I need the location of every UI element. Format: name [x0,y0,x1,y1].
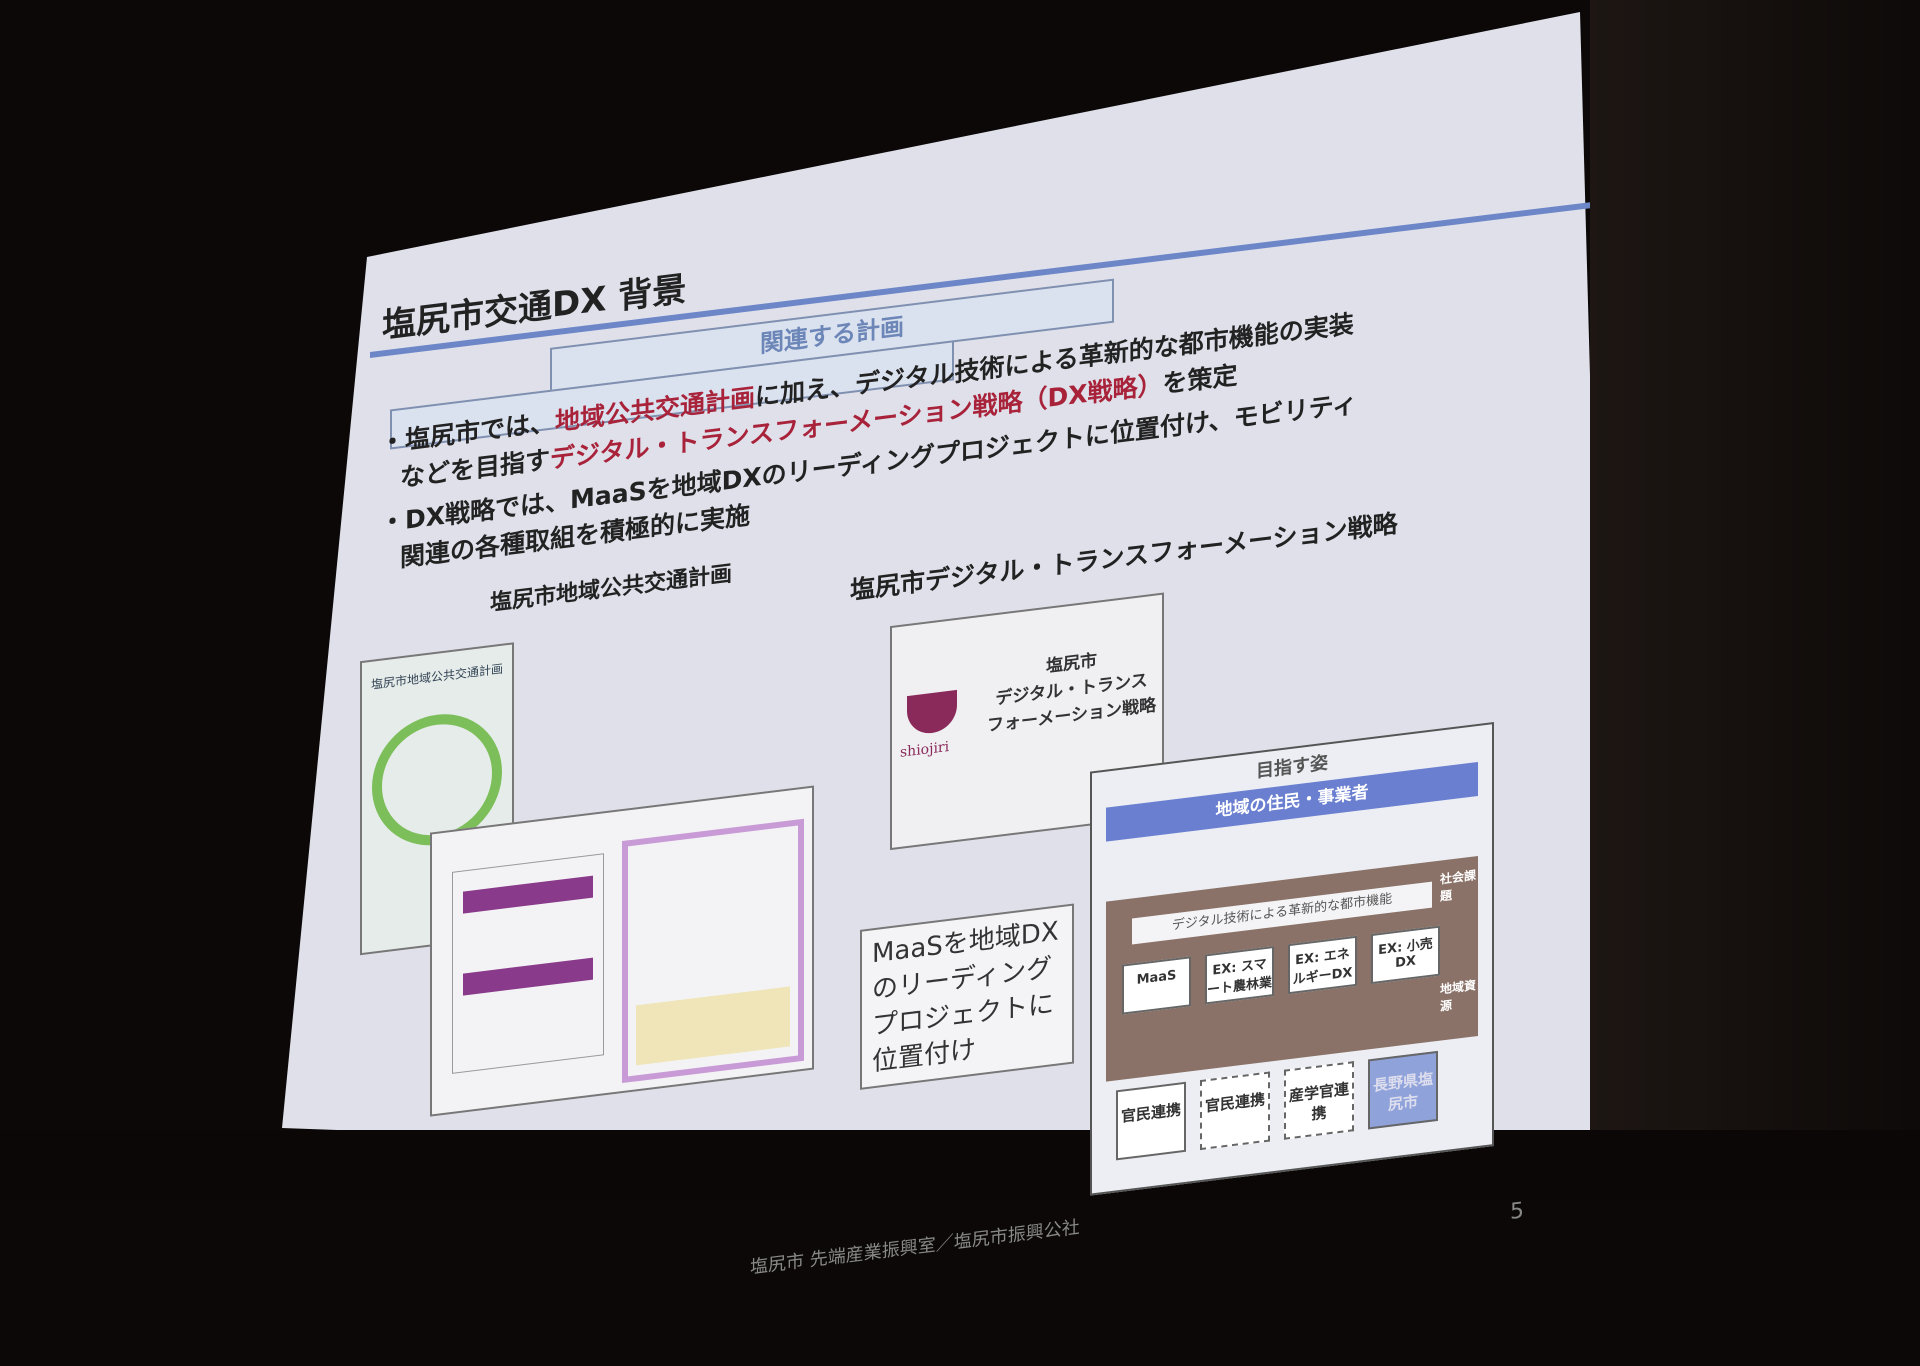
left-caption: 塩尻市地域公共交通計画 [490,561,733,617]
diagram-right-panel [622,818,804,1084]
vision-box: MaaS [1122,956,1191,1015]
partnership-box: 官民連携 [1200,1071,1270,1151]
partnership-box: 官民連携 [1116,1081,1186,1161]
side-label-bottom: 地域資源 [1440,978,1477,1014]
transit-plan-cover-title: 塩尻市地域公共交通計画 [370,661,503,692]
purple-bar [463,875,593,914]
vision-box: EX: スマート農林業 [1205,946,1274,1005]
vision-box: EX: エネルギーDX [1288,935,1357,995]
side-label-top: 社会課題 [1440,868,1477,904]
diagram-left-panel [452,853,604,1074]
partnership-box: 長野県塩尻市 [1368,1050,1438,1130]
vision-diagram: 目指す姿 地域の住民・事業者 デジタル技術による革新的な都市機能 社会課題 地域… [1090,721,1494,1196]
partnership-box: 産学官連携 [1284,1061,1354,1140]
maas-callout: MaaSを地域DX のリーディング プロジェクトに 位置付け [860,903,1074,1090]
shiojiri-logo-icon [907,689,957,737]
right-caption: 塩尻市デジタル・トランスフォーメーション戦略 [850,508,1398,606]
purple-bar [463,957,593,996]
transit-plan-diagram [430,785,814,1117]
vision-box: EX: 小売DX [1371,925,1440,985]
logo-text: shiojiri [900,738,950,761]
page-number: 5 [1510,1198,1524,1226]
slide-footer: 塩尻市 先端産業振興室／塩尻市振興公社 [750,1216,1080,1279]
yellow-box [636,986,790,1066]
wall [1590,0,1920,1200]
slide: 塩尻市交通DX 背景 関連する計画 ・塩尻市では、地域公共交通計画に加え、デジタ… [360,159,1590,1278]
stage [0,1130,1920,1200]
